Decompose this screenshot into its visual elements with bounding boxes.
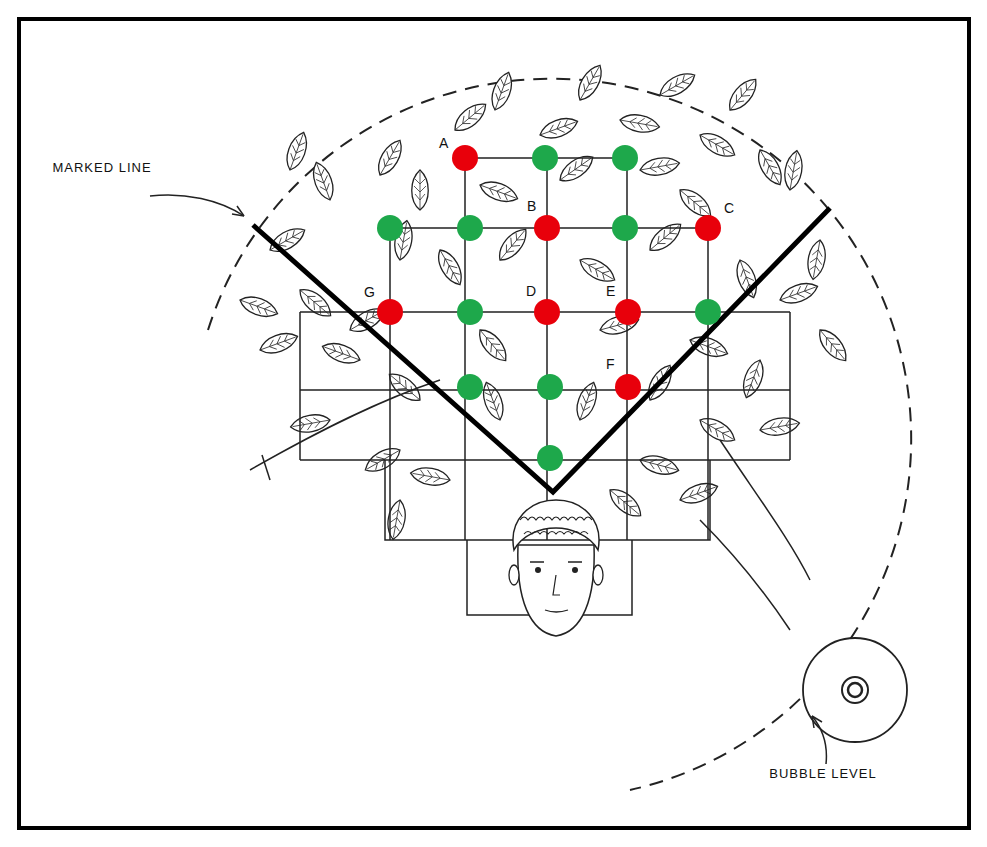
- callout-letter: E: [604, 283, 617, 301]
- note-label: BUBBLE LEVEL: [768, 766, 878, 782]
- sample-dots: [377, 145, 721, 471]
- note-label: MARKED LINE: [52, 160, 152, 176]
- callout-letter: D: [524, 283, 538, 301]
- leader-lines: [150, 195, 826, 764]
- marked-line: [253, 208, 830, 492]
- frame: [19, 19, 969, 828]
- callout-letter: A: [437, 135, 450, 153]
- face: [509, 500, 603, 636]
- dashed-circle: [208, 79, 911, 790]
- callout-letter: B: [525, 198, 538, 216]
- callout-letter: C: [722, 200, 736, 218]
- callout-letter: F: [604, 356, 617, 374]
- callout-letter: G: [362, 284, 377, 302]
